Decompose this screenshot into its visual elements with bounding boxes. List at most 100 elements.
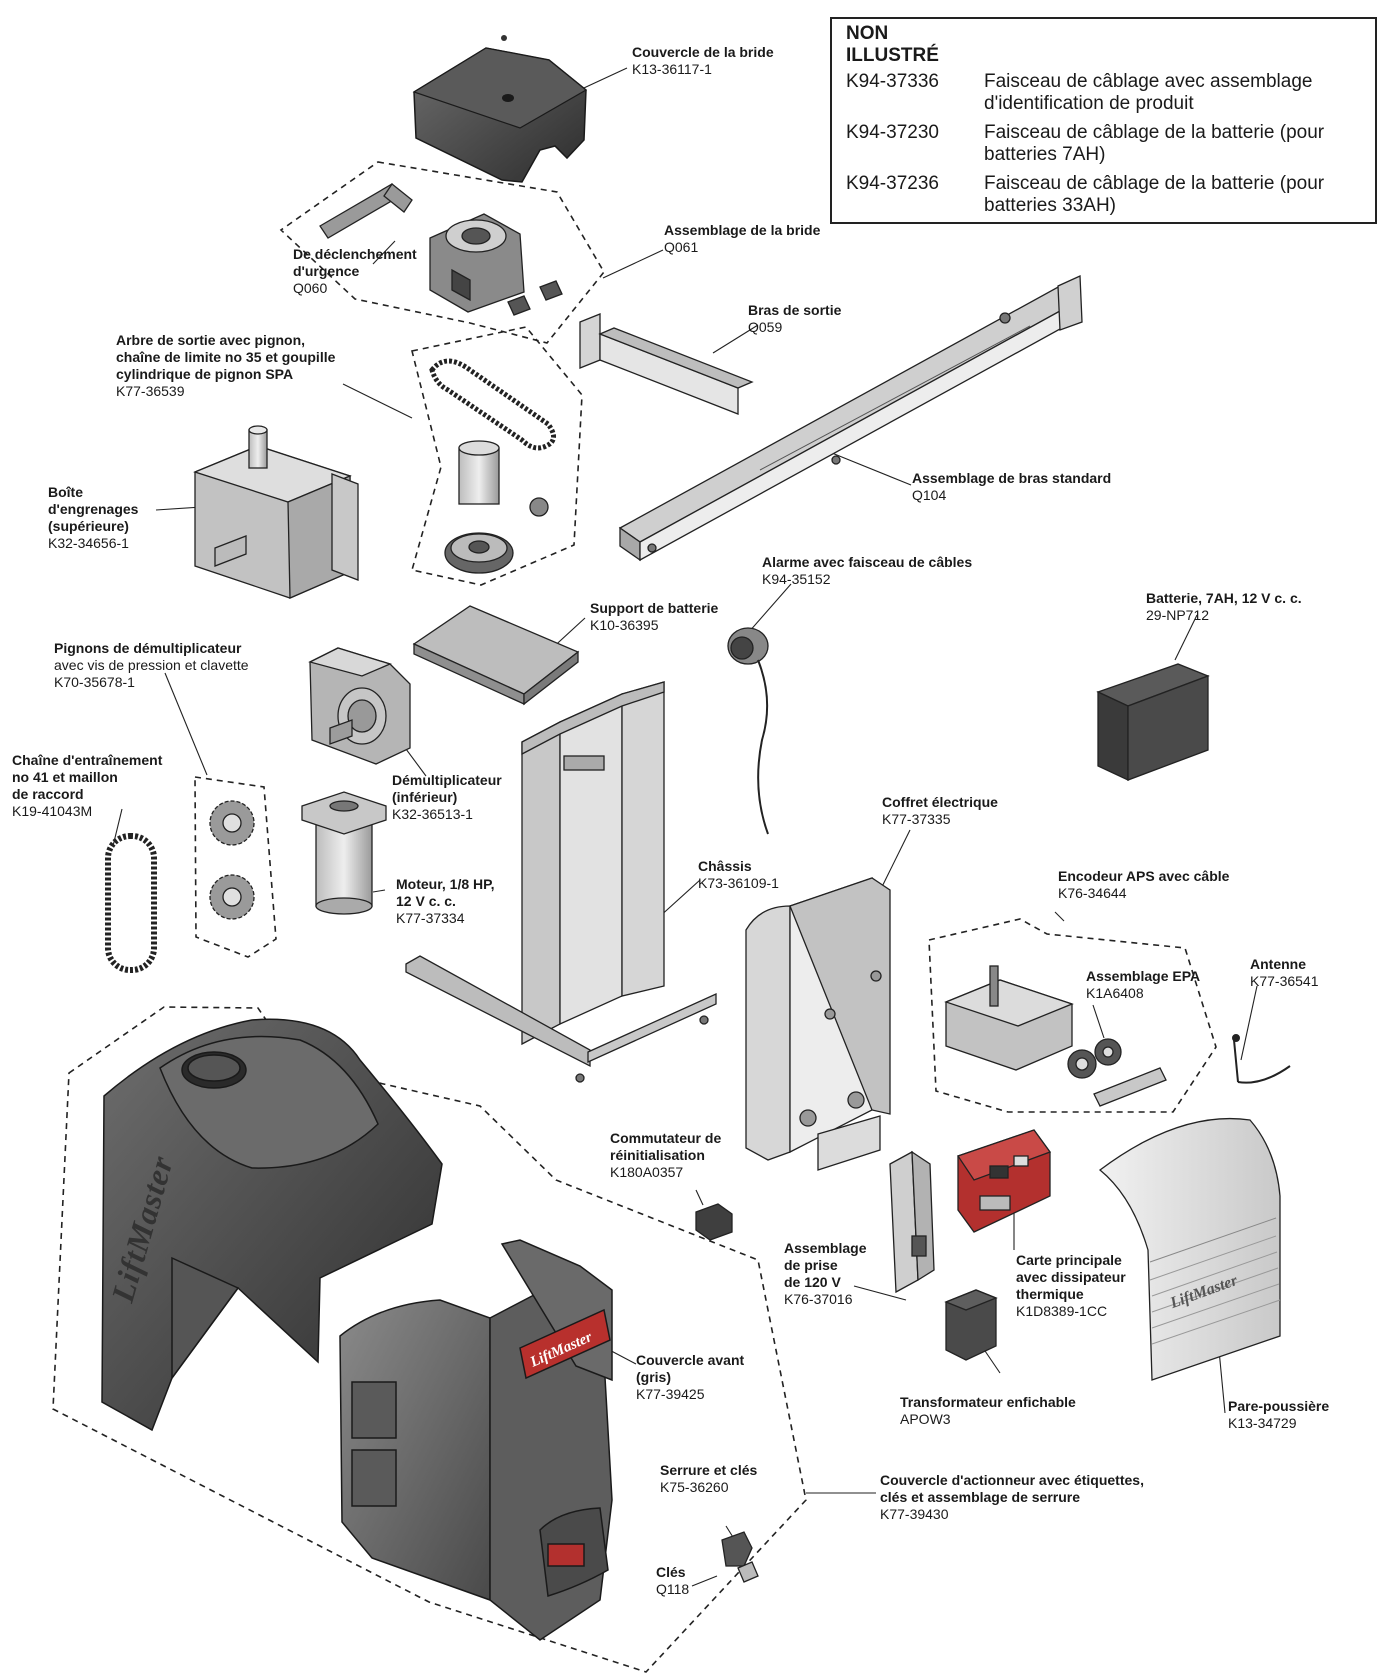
label-bride-cover: Couvercle de la bride K13-36117-1	[632, 44, 774, 78]
part-name: avec dissipateur	[1016, 1269, 1126, 1285]
part-number: K77-37334	[396, 910, 465, 926]
legend-title: NON ILLUSTRÉ	[846, 23, 939, 67]
label-chassis: Châssis K73-36109-1	[698, 858, 779, 892]
part-name: Alarme avec faisceau de câbles	[762, 554, 973, 570]
label-drive-chain: Chaîne d'entraînement no 41 et maillon d…	[12, 752, 162, 820]
epa-assembly-illustration	[1067, 1038, 1167, 1107]
part-number: K76-37016	[784, 1291, 853, 1307]
standard-arm-illustration	[618, 275, 1083, 562]
part-number: K94-35152	[762, 571, 831, 587]
label-aps-encoder: Encodeur APS avec câble K76-34644	[1058, 868, 1229, 902]
part-name: clés et assemblage de serrure	[880, 1489, 1081, 1505]
outlet-assembly-illustration	[889, 1150, 935, 1294]
label-battery: Batterie, 7AH, 12 V c. c. 29-NP712	[1146, 590, 1302, 624]
part-name: Transformateur enfichable	[900, 1394, 1076, 1410]
label-front-cover: Couvercle avant (gris) K77-39425	[636, 1352, 744, 1403]
part-number: K77-36541	[1250, 973, 1319, 989]
part-description: avec vis de pression et clavette	[54, 657, 249, 673]
part-number: K77-37335	[882, 811, 951, 827]
part-number: K19-41043M	[12, 803, 93, 819]
part-name: Arbre de sortie avec pignon,	[116, 332, 306, 348]
part-number: K1A6408	[1086, 985, 1144, 1001]
part-number: 29-NP712	[1146, 607, 1210, 623]
part-name: Pare-poussière	[1228, 1398, 1330, 1414]
lower-reducer-illustration	[308, 647, 411, 765]
label-alarm: Alarme avec faisceau de câbles K94-35152	[762, 554, 972, 588]
legend-code: K94-37336	[846, 71, 939, 92]
operator-cover-group-outline	[52, 1006, 807, 1673]
part-number: K77-39425	[636, 1386, 705, 1402]
reducer-sprockets-illustration	[209, 800, 255, 920]
legend-code: K94-37230	[846, 122, 939, 143]
label-control-box: Coffret électrique K77-37335	[882, 794, 998, 828]
part-name: Bras de sortie	[748, 302, 842, 318]
part-name: De déclenchement	[293, 246, 417, 262]
part-number: K32-36513-1	[392, 806, 473, 822]
label-main-board: Carte principale avec dissipateur thermi…	[1016, 1252, 1126, 1320]
part-name: Assemblage EPA	[1086, 968, 1201, 984]
part-number: K32-34656-1	[48, 535, 129, 551]
part-name: Clés	[656, 1564, 686, 1580]
part-name: de prise	[784, 1257, 838, 1273]
part-name: Encodeur APS avec câble	[1058, 868, 1230, 884]
not-illustrated-legend: NON ILLUSTRÉ K94-37336 Faisceau de câbla…	[830, 17, 1377, 224]
label-reducer-sprockets: Pignons de démultiplicateur avec vis de …	[54, 640, 249, 691]
part-name: Coffret électrique	[882, 794, 998, 810]
legend-description: Faisceau de câblage avec assemblage d'id…	[984, 71, 1313, 114]
part-name: 12 V c. c.	[396, 893, 456, 909]
part-name: Support de batterie	[590, 600, 719, 616]
part-name: (supérieure)	[48, 518, 129, 534]
label-output-arm: Bras de sortie Q059	[748, 302, 841, 336]
antenna-illustration	[1232, 1034, 1291, 1084]
output-arm-illustration	[579, 313, 754, 415]
label-antenna: Antenne K77-36541	[1250, 956, 1319, 990]
label-standard-arm: Assemblage de bras standard Q104	[912, 470, 1111, 504]
part-name: Couvercle de la bride	[632, 44, 774, 60]
label-motor: Moteur, 1/8 HP, 12 V c. c. K77-37334	[396, 876, 495, 927]
label-output-shaft: Arbre de sortie avec pignon, chaîne de l…	[116, 332, 335, 400]
part-number: K1D8389-1CC	[1016, 1303, 1108, 1319]
plug-transformer-illustration	[944, 1289, 998, 1361]
part-name: no 41 et maillon	[12, 769, 118, 785]
upper-gearbox-illustration	[193, 425, 359, 599]
part-name: cylindrique de pignon SPA	[116, 366, 294, 382]
part-name: Chaîne d'entraînement	[12, 752, 163, 768]
part-name: thermique	[1016, 1286, 1084, 1302]
label-emergency-release: De déclenchement d'urgence Q060	[293, 246, 417, 297]
label-bride-assembly: Assemblage de la bride Q061	[664, 222, 820, 256]
aps-encoder-illustration	[944, 965, 1074, 1071]
label-battery-support: Support de batterie K10-36395	[590, 600, 718, 634]
part-name: Boîte	[48, 484, 83, 500]
front-cover-illustration	[339, 1239, 613, 1641]
label-plug-transformer: Transformateur enfichable APOW3	[900, 1394, 1076, 1428]
part-name: Couvercle avant	[636, 1352, 745, 1368]
alarm-illustration	[727, 627, 769, 835]
part-number: K13-34729	[1228, 1415, 1297, 1431]
label-lower-reducer: Démultiplicateur (inférieur) K32-36513-1	[392, 772, 502, 823]
part-number: K77-36539	[116, 383, 185, 399]
part-name: réinitialisation	[610, 1147, 705, 1163]
part-name: Châssis	[698, 858, 752, 874]
part-number: K77-39430	[880, 1506, 949, 1522]
bride-cover-illustration	[412, 35, 588, 183]
part-name: d'engrenages	[48, 501, 139, 517]
part-name: Assemblage	[784, 1240, 867, 1256]
legend-description: Faisceau de câblage de la batterie (pour…	[984, 173, 1325, 216]
battery-illustration	[1096, 663, 1210, 782]
part-name: Assemblage de bras standard	[912, 470, 1112, 486]
label-keys: Clés Q118	[656, 1564, 689, 1598]
part-number: Q118	[656, 1581, 690, 1597]
part-name: Carte principale	[1016, 1252, 1122, 1268]
part-name: d'urgence	[293, 263, 360, 279]
label-lock-keys: Serrure et clés K75-36260	[660, 1462, 757, 1496]
part-name: Démultiplicateur	[392, 772, 502, 788]
part-number: K70-35678-1	[54, 674, 135, 690]
chassis-illustration	[405, 681, 717, 1083]
lock-illustration	[721, 1531, 753, 1567]
part-name: Commutateur de	[610, 1130, 722, 1146]
part-name: chaîne de limite no 35 et goupille	[116, 349, 336, 365]
part-name: Serrure et clés	[660, 1462, 758, 1478]
motor-illustration	[301, 791, 387, 915]
part-name: Couvercle d'actionneur avec étiquettes,	[880, 1472, 1144, 1488]
